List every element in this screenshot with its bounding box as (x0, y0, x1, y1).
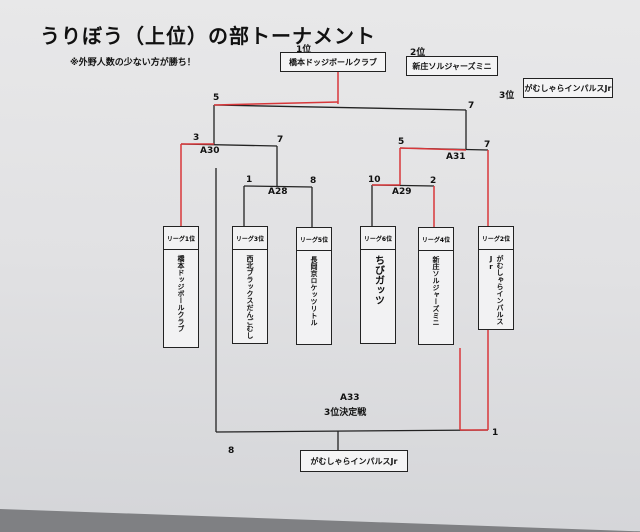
bracket-lines (180, 72, 489, 452)
score-a28-left: 1 (246, 175, 253, 185)
score-a29-right: 2 (430, 176, 437, 186)
score-a30-left: 3 (193, 133, 200, 143)
first-place-team: 橋本ドッジボールクラブ (289, 57, 377, 67)
match-a30: A30 (200, 146, 220, 156)
third-place-winner-box: がむしゃらインパルスJr (300, 450, 408, 472)
score-a31-left: 5 (398, 137, 405, 147)
score-a30-right: 7 (277, 135, 284, 145)
team-name-2: 西北ブラックスだんごむし (246, 255, 254, 339)
score-a29-left: 10 (368, 175, 381, 185)
score-a31-right: 7 (484, 140, 491, 150)
team-league-6: リーグ2位 (479, 227, 513, 250)
team-box-2: リーグ3位 西北ブラックスだんごむし (232, 226, 268, 344)
page-title: うりぼう（上位）の部トーナメント (40, 24, 376, 48)
team-name-4: ちびガッツ (372, 255, 384, 305)
score-a28-right: 8 (310, 176, 317, 186)
team-box-5: リーグ4位 新庄ソルジャーズミニ (418, 227, 454, 345)
third-place-label: 3位 (499, 91, 515, 101)
second-place-label: 2位 (410, 48, 426, 58)
team-name-6: がむしゃらインパルスJr (487, 255, 504, 325)
second-place-box: 新庄ソルジャーズミニ (406, 56, 498, 76)
second-place-team: 新庄ソルジャーズミニ (412, 61, 492, 71)
score-final-left: 5 (213, 93, 220, 103)
team-name-5: 新庄ソルジャーズミニ (432, 256, 440, 326)
team-box-3: リーグ5位 長岡京ロケッツリトル (296, 227, 332, 345)
team-league-4: リーグ6位 (361, 227, 395, 250)
third-place-team: がむしゃらインパルスJr (524, 83, 612, 93)
team-box-4: リーグ6位 ちびガッツ (360, 226, 396, 344)
team-league-2: リーグ3位 (233, 227, 267, 250)
match-a28: A28 (268, 187, 288, 197)
team-box-1: リーグ1位 橋本ドッジボールクラブ (163, 226, 199, 348)
third-place-box: がむしゃらインパルスJr (523, 78, 613, 98)
match-a33: A33 (340, 393, 360, 403)
third-place-winner-team: がむしゃらインパルスJr (310, 456, 398, 466)
team-league-5: リーグ4位 (419, 228, 453, 251)
rule-note: ※外野人数の少ない方が勝ち！ (70, 58, 196, 68)
score-third-left: 8 (228, 446, 235, 456)
score-third-right: 1 (492, 428, 499, 438)
score-final-right: 7 (468, 101, 475, 111)
first-place-label: 1位 (296, 45, 312, 55)
first-place-box: 橋本ドッジボールクラブ (280, 52, 386, 72)
team-league-1: リーグ1位 (164, 227, 198, 250)
match-a31: A31 (446, 152, 466, 162)
match-a29: A29 (392, 187, 412, 197)
team-name-1: 橋本ドッジボールクラブ (177, 255, 185, 332)
third-place-match-label: 3位決定戦 (324, 408, 367, 418)
team-name-3: 長岡京ロケッツリトル (310, 256, 318, 326)
team-league-3: リーグ5位 (297, 228, 331, 251)
team-box-6: リーグ2位 がむしゃらインパルスJr (478, 226, 514, 330)
